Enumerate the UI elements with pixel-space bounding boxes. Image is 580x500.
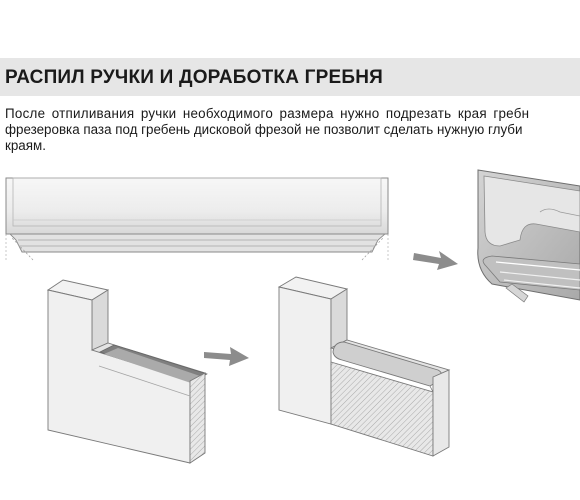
arrow-right-icon <box>413 251 458 270</box>
paragraph-line-3: краям. <box>5 138 46 153</box>
handle-front-view <box>5 177 389 262</box>
section-heading-bar: РАСПИЛ РУЧКИ И ДОРАБОТКА ГРЕБНЯ <box>0 58 580 96</box>
board-with-groove <box>46 279 208 464</box>
section-heading: РАСПИЛ РУЧКИ И ДОРАБОТКА ГРЕБНЯ <box>5 67 383 88</box>
paragraph-line-1: После отпиливания ручки необходимого раз… <box>5 106 530 121</box>
profile-closeup <box>477 169 580 303</box>
instruction-paragraph: После отпиливания ручки необходимого раз… <box>5 106 580 154</box>
arrow-right-icon <box>204 347 249 366</box>
board-with-fitted-handle <box>277 276 451 457</box>
paragraph-line-2: фрезеровка паза под гребень дисковой фре… <box>5 122 523 137</box>
